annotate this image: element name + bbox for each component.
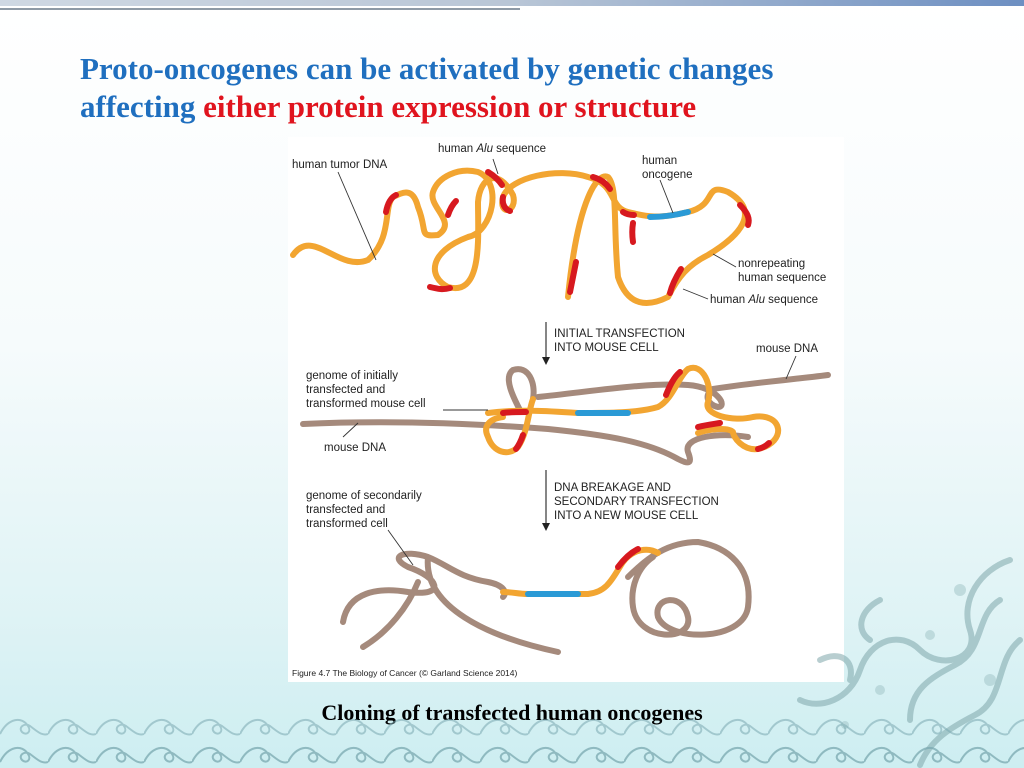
- label-human-alu-bottom-alu: Alu: [747, 294, 765, 306]
- label-breakage-line2: SECONDARY TRANSFECTION: [554, 496, 719, 508]
- leader-line: [492, 158, 499, 175]
- label-mouse-dna-right: mouse DNA: [756, 343, 818, 355]
- alu-segment: [383, 192, 399, 215]
- alu-segment: [695, 420, 723, 430]
- transfection-diagram: human tumor DNA human Alu sequence human…: [288, 137, 844, 682]
- label-human-oncogene-line2: oncogene: [642, 169, 693, 181]
- top-gradient-band: [0, 0, 1024, 6]
- label-nonrepeating-line2: human sequence: [738, 272, 826, 284]
- alu-segment: [629, 220, 636, 245]
- label-genome-secondary-line1: genome of secondarily: [306, 490, 422, 502]
- label-mouse-dna-left: mouse DNA: [324, 442, 386, 454]
- oncogene-segment: [647, 209, 691, 220]
- label-initial-transfection-line1: INITIAL TRANSFECTION: [554, 328, 685, 340]
- alu-segment: [737, 202, 752, 228]
- label-human-alu-bottom-prefix: human: [710, 294, 748, 306]
- label-human-oncogene-line1: human: [642, 155, 677, 167]
- step-arrow-1-head: [542, 357, 550, 365]
- alu-segment: [615, 546, 641, 570]
- label-human-tumor-dna: human tumor DNA: [292, 159, 388, 171]
- label-human-alu-bottom: human Alu sequence: [710, 294, 818, 306]
- figure-credit: Figure 4.7 The Biology of Cancer (© Garl…: [292, 668, 518, 678]
- label-genome-initial-line1: genome of initially: [306, 370, 398, 382]
- leader-line: [387, 529, 414, 566]
- leader-line: [712, 253, 737, 268]
- alu-segment: [485, 169, 505, 188]
- label-breakage-line1: DNA BREAKAGE AND: [554, 482, 671, 494]
- label-initial-transfection-line2: INTO MOUSE CELL: [554, 342, 659, 354]
- alu-segment: [667, 266, 684, 296]
- title-line-1: Proto-oncogenes can be activated by gene…: [80, 51, 774, 86]
- alu-segment: [663, 369, 683, 398]
- label-genome-secondary-line2: transfected and: [306, 504, 385, 516]
- label-genome-initial-line3: transformed mouse cell: [306, 398, 426, 410]
- title-line-2-prefix: affecting: [80, 89, 204, 124]
- mouse-dna-strand: [340, 539, 752, 655]
- label-human-alu-bottom-suffix: sequence: [765, 294, 818, 306]
- leader-line: [659, 179, 674, 214]
- alu-segment: [513, 432, 526, 452]
- title-line-2-highlight: either protein expression or structure: [203, 89, 697, 124]
- title-line-2: affecting either protein expression or s…: [80, 88, 980, 126]
- alu-segment: [590, 174, 613, 192]
- leader-line: [342, 422, 359, 438]
- step-arrow-2-head: [542, 523, 550, 531]
- alu-segment: [427, 284, 453, 293]
- alu-segment: [499, 194, 513, 214]
- top-decorative-bar: [0, 0, 1024, 10]
- leader-line: [785, 355, 797, 380]
- slide-title: Proto-oncogenes can be activated by gene…: [80, 50, 980, 126]
- alu-segment: [500, 409, 529, 416]
- alu-segment: [620, 209, 637, 218]
- label-genome-secondary-line3: transformed cell: [306, 518, 388, 530]
- diagram-svg: human tumor DNA human Alu sequence human…: [290, 143, 831, 678]
- leader-line: [337, 171, 377, 261]
- label-human-alu-top-alu: Alu: [475, 143, 493, 155]
- label-nonrepeating-line1: nonrepeating: [738, 258, 805, 270]
- alu-segment: [445, 198, 459, 218]
- human-dna-strand: [290, 167, 749, 306]
- alu-segment: [755, 440, 772, 452]
- label-human-alu-top-prefix: human: [438, 143, 476, 155]
- leader-line: [682, 288, 709, 300]
- wave-decoration: [0, 712, 1024, 768]
- top-divider-line: [0, 8, 520, 10]
- alu-segment: [567, 259, 579, 295]
- mouse-dna-strand: [300, 366, 831, 466]
- label-human-alu-top-suffix: sequence: [493, 143, 546, 155]
- label-human-alu-top: human Alu sequence: [438, 143, 546, 155]
- label-genome-initial-line2: transfected and: [306, 384, 385, 396]
- label-breakage-line3: INTO A NEW MOUSE CELL: [554, 510, 699, 522]
